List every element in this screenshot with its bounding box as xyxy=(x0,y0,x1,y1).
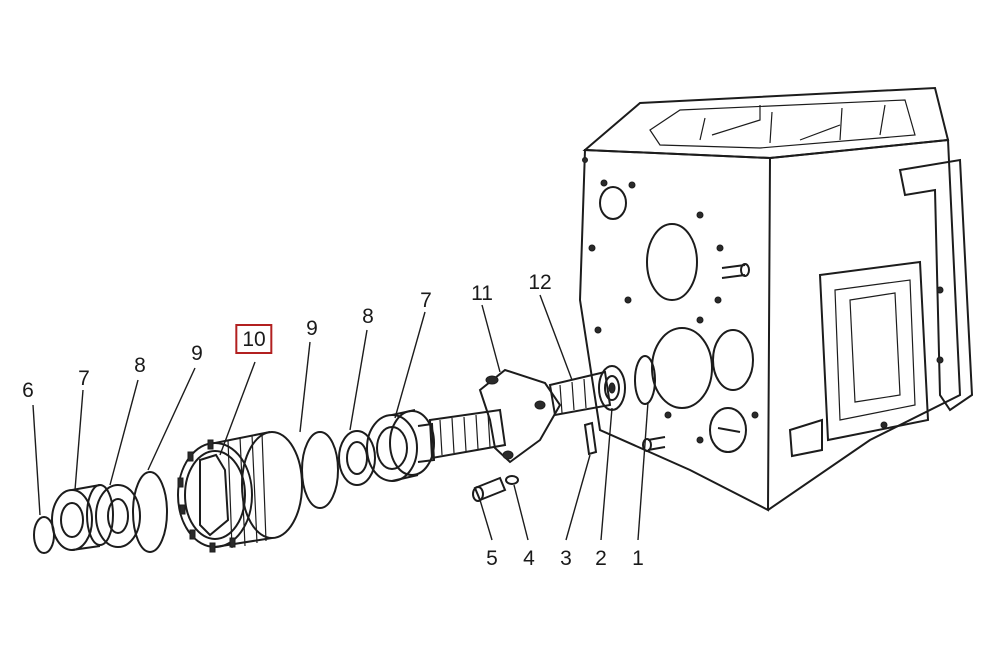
label-11: 11 xyxy=(471,282,493,305)
label-8-left: 8 xyxy=(134,354,146,377)
label-8-right: 8 xyxy=(362,305,374,328)
label-9-left: 9 xyxy=(191,342,203,365)
left-parts-stack xyxy=(33,471,168,554)
label-6: 6 xyxy=(22,379,34,402)
label-5: 5 xyxy=(486,547,498,570)
label-12: 12 xyxy=(528,271,552,294)
label-4: 4 xyxy=(523,547,535,570)
gearbox-housing xyxy=(578,86,974,512)
label-2: 2 xyxy=(595,547,607,570)
input-shaft-assembly xyxy=(301,355,656,509)
label-9-right: 9 xyxy=(306,317,318,340)
label-1: 1 xyxy=(632,547,644,570)
leader-lines xyxy=(32,294,649,541)
label-3: 3 xyxy=(560,547,572,570)
gear-part-10 xyxy=(177,431,303,553)
label-7-right: 7 xyxy=(420,289,432,312)
label-10-highlighted: 10 xyxy=(235,324,273,354)
label-7-left: 7 xyxy=(78,367,90,390)
